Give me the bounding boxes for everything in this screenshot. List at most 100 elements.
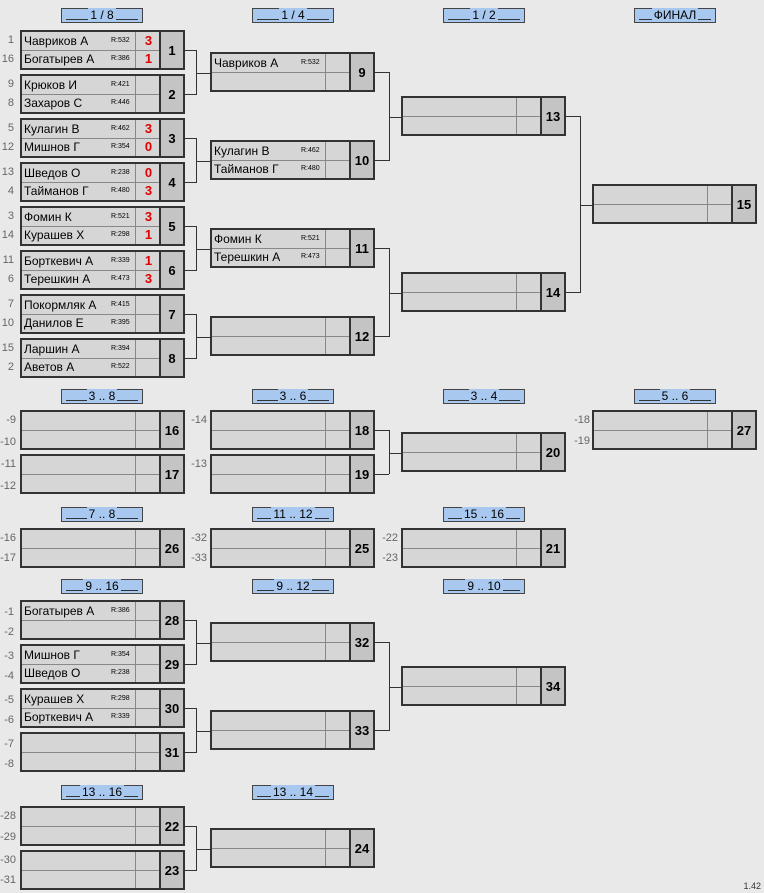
player-row[interactable] xyxy=(403,292,540,310)
player-row[interactable] xyxy=(403,98,540,117)
round-header[interactable]: 1 / 4 xyxy=(252,8,334,23)
player-row[interactable] xyxy=(403,434,540,453)
match-box[interactable]: 32 xyxy=(210,622,375,662)
player-row[interactable] xyxy=(22,456,159,475)
round-header[interactable]: 7 .. 8 xyxy=(61,507,143,522)
match-box[interactable]: 13 xyxy=(401,96,566,136)
player-row[interactable] xyxy=(22,412,159,431)
match-box[interactable]: 14 xyxy=(401,272,566,312)
player-row[interactable] xyxy=(212,642,349,660)
match-box[interactable]: 20 xyxy=(401,432,566,472)
player-row[interactable] xyxy=(22,808,159,827)
player-row[interactable] xyxy=(22,430,159,448)
player-row[interactable] xyxy=(22,852,159,871)
round-header[interactable]: 15 .. 16 xyxy=(443,507,525,522)
player-row[interactable] xyxy=(212,830,349,849)
match-box[interactable]: 22 xyxy=(20,806,185,846)
round-header[interactable]: 1 / 8 xyxy=(61,8,143,23)
match-box[interactable]: 23 xyxy=(20,850,185,890)
player-row[interactable] xyxy=(212,318,349,337)
player-row[interactable] xyxy=(403,548,540,566)
match-box[interactable]: 24 xyxy=(210,828,375,868)
player-row[interactable] xyxy=(594,204,731,222)
player-row[interactable] xyxy=(403,668,540,687)
match-box[interactable]: 27 xyxy=(592,410,757,450)
round-header[interactable]: ФИНАЛ xyxy=(634,8,716,23)
player-row[interactable] xyxy=(212,412,349,431)
match-box[interactable]: 26 xyxy=(20,528,185,568)
match-box[interactable]: 12 xyxy=(210,316,375,356)
player-row[interactable] xyxy=(403,116,540,134)
player-row[interactable] xyxy=(212,72,349,90)
player-row[interactable] xyxy=(22,474,159,492)
round-header[interactable]: 9 .. 16 xyxy=(61,579,143,594)
player-row[interactable] xyxy=(594,430,731,448)
player-row[interactable] xyxy=(403,274,540,293)
player-row[interactable] xyxy=(22,752,159,770)
match-box[interactable]: 15 xyxy=(592,184,757,224)
round-header[interactable]: 3 .. 8 xyxy=(61,389,143,404)
match-box[interactable]: 17 xyxy=(20,454,185,494)
round-header[interactable]: 1 / 2 xyxy=(443,8,525,23)
round-header[interactable]: 9 .. 12 xyxy=(252,579,334,594)
player-row[interactable] xyxy=(212,474,349,492)
player-row[interactable] xyxy=(22,734,159,753)
player-row[interactable] xyxy=(212,548,349,566)
match-box[interactable]: 33 xyxy=(210,710,375,750)
match-box[interactable]: 19 xyxy=(210,454,375,494)
player-row[interactable] xyxy=(212,730,349,748)
match-box[interactable]: 21 xyxy=(401,528,566,568)
round-header[interactable]: 9 .. 10 xyxy=(443,579,525,594)
player-row[interactable] xyxy=(403,530,540,549)
player-row[interactable] xyxy=(212,848,349,866)
player-row[interactable] xyxy=(212,456,349,475)
player-row[interactable] xyxy=(212,336,349,354)
player-row[interactable] xyxy=(403,452,540,470)
player-row[interactable] xyxy=(212,530,349,549)
round-header[interactable]: 3 .. 4 xyxy=(443,389,525,404)
player-row[interactable] xyxy=(212,430,349,448)
round-header[interactable]: 11 .. 12 xyxy=(252,507,334,522)
player-row[interactable] xyxy=(403,686,540,704)
player-row[interactable] xyxy=(22,530,159,549)
player-row[interactable] xyxy=(22,548,159,566)
match-box[interactable]: 31 xyxy=(20,732,185,772)
match-box[interactable]: 16 xyxy=(20,410,185,450)
player-row[interactable] xyxy=(22,870,159,888)
player-row[interactable] xyxy=(594,186,731,205)
